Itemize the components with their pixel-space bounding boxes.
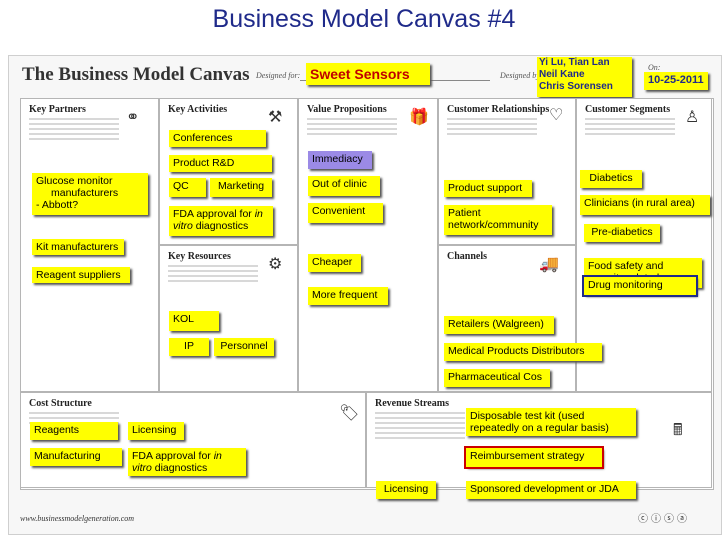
note-disposable-test-kit: Disposable test kit (used repeatedly on … <box>466 408 636 436</box>
note-manufacturing: Manufacturing <box>30 448 122 466</box>
canvas-brand: The Business Model Canvas <box>22 64 250 85</box>
revenue-streams-hints <box>375 412 465 442</box>
designer-3: Chris Sorensen <box>539 81 613 92</box>
note-patient-network: Patient network/community <box>444 205 552 235</box>
factory-icon: ⚙ <box>268 256 283 273</box>
worker-icon: ⚒ <box>268 109 283 126</box>
note-immediacy: Immediacy <box>308 151 372 169</box>
designed-by-note: Yi Lu, Tian Lan Neil Kane Chris Sorensen <box>537 57 632 97</box>
note-sponsored-development: Sponsored development or JDA <box>466 481 636 499</box>
key-partners-block: Key Partners ⚭ <box>20 98 159 392</box>
key-resources-title: Key Resources <box>168 251 231 262</box>
footer-url: www.businessmodelgeneration.com <box>20 514 135 523</box>
channels-block: Channels 🚚 <box>438 245 576 392</box>
key-activities-title: Key Activities <box>168 104 228 115</box>
designed-by-label: Designed by: <box>500 71 543 80</box>
note-text: diagnostics <box>192 220 249 232</box>
note-reagent-suppliers: Reagent suppliers <box>32 267 130 283</box>
designed-for-note: Sweet Sensors <box>306 63 430 85</box>
customer-segments-title: Customer Segments <box>585 104 671 115</box>
channels-title: Channels <box>447 251 488 262</box>
revenue-streams-block: Revenue Streams 🖩 <box>366 392 712 488</box>
designer-1: Yi Lu, Tian Lan <box>539 57 610 68</box>
people-icon: ♙ <box>685 109 700 126</box>
note-reimbursement-strategy: Reimbursement strategy <box>464 446 604 469</box>
note-licensing-cost: Licensing <box>128 422 184 440</box>
key-resources-block: Key Resources ⚙ <box>159 245 298 392</box>
heart-icon: ♡ <box>549 107 564 124</box>
license-icons: ⓒⓘⓢⓐ <box>638 514 690 525</box>
note-retailers: Retailers (Walgreen) <box>444 316 554 334</box>
customer-relationships-block: Customer Relationships ♡ <box>438 98 576 245</box>
key-activities-block: Key Activities ⚒ <box>159 98 298 245</box>
note-medical-distributors: Medical Products Distributors <box>444 343 602 361</box>
value-propositions-title: Value Propositions <box>307 104 387 115</box>
note-conferences: Conferences <box>169 130 266 147</box>
designed-for-label: Designed for: <box>256 71 301 80</box>
note-kit-manufacturers: Kit manufacturers <box>32 239 124 255</box>
note-clinicians: Clinicians (in rural area) <box>580 195 710 215</box>
note-text: diagnostics <box>151 462 208 474</box>
note-line: Glucose monitor <box>36 175 113 187</box>
note-diabetics: Diabetics <box>580 170 642 188</box>
designed-by-list: Yi Lu, Tian Lan Neil Kane Chris Sorensen <box>539 57 630 93</box>
chain-link-icon: ⚭ <box>126 109 140 126</box>
cash-register-icon: 🖩 <box>673 422 683 439</box>
value-propositions-block: Value Propositions 🎁 <box>298 98 438 392</box>
note-product-rd: Product R&D <box>169 155 272 172</box>
note-drug-monitoring: Drug monitoring <box>582 275 698 297</box>
note-more-frequent: More frequent <box>308 287 388 305</box>
note-qc: QC <box>169 178 206 197</box>
note-out-of-clinic: Out of clinic <box>308 176 380 196</box>
key-partners-hints <box>29 118 119 143</box>
note-reagents: Reagents <box>30 422 118 440</box>
note-licensing-revenue: Licensing <box>376 481 436 499</box>
note-kol: KOL <box>169 311 219 331</box>
gift-icon: 🎁 <box>409 109 429 126</box>
cost-structure-title: Cost Structure <box>29 398 92 409</box>
truck-icon: 🚚 <box>539 256 559 273</box>
key-resources-hints <box>168 265 258 285</box>
note-fda-approval: FDA approval for in vitro diagnostics <box>169 206 273 236</box>
note-text: in <box>254 208 263 220</box>
on-label: On: <box>648 63 661 72</box>
page-title: Business Model Canvas #4 <box>212 5 516 33</box>
note-text: FDA approval for <box>132 450 214 462</box>
note-text: in <box>213 450 222 462</box>
date-note: 10-25-2011 <box>644 72 708 90</box>
note-pharmaceutical-cos: Pharmaceutical Cos <box>444 369 550 387</box>
note-line: - Abbott? <box>36 199 79 211</box>
note-pre-diabetics: Pre-diabetics <box>584 224 660 242</box>
customer-segments-block: Customer Segments ♙ <box>576 98 712 392</box>
note-text: vitro <box>132 462 152 474</box>
customer-relationships-title: Customer Relationships <box>447 104 550 115</box>
note-line: manufacturers <box>51 187 119 199</box>
note-ip: IP <box>169 338 209 356</box>
note-glucose-monitor: Glucose monitor manufacturers - Abbott? <box>32 173 148 215</box>
note-fda-approval-cost: FDA approval for in vitro diagnostics <box>128 448 246 476</box>
customer-segments-hints <box>585 118 675 138</box>
note-marketing: Marketing <box>210 178 272 197</box>
designer-2: Neil Kane <box>539 69 585 80</box>
note-product-support: Product support <box>444 180 532 197</box>
revenue-streams-title: Revenue Streams <box>375 398 449 409</box>
note-personnel: Personnel <box>214 338 274 356</box>
note-cheaper: Cheaper <box>308 254 361 272</box>
note-convenient: Convenient <box>308 203 383 223</box>
note-text: FDA approval for <box>173 208 255 220</box>
price-tag-icon: 🏷 <box>339 405 360 422</box>
value-propositions-hints <box>307 118 397 138</box>
customer-relationships-hints <box>447 118 537 138</box>
note-text: vitro <box>173 220 193 232</box>
key-partners-title: Key Partners <box>29 104 86 115</box>
